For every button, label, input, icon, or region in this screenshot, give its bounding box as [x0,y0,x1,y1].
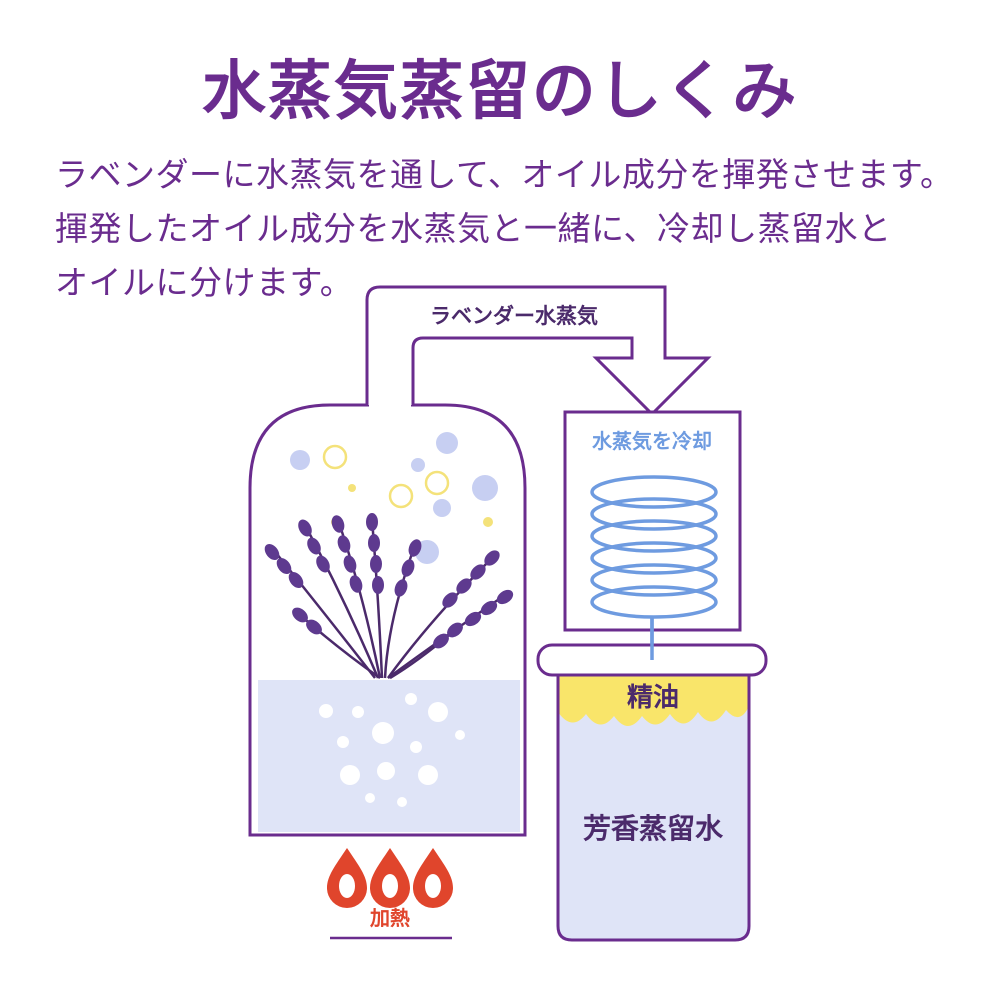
water-bubbles [319,693,465,807]
boiling-vessel [248,403,527,837]
distillate-water [558,672,749,940]
description-line-2: 揮発したオイル成分を水蒸気と一緒に、冷却し蒸留水と [55,209,892,248]
boiling-water [258,680,520,832]
page-title: 水蒸気蒸留のしくみ [201,54,799,129]
receiving-beaker [556,672,751,942]
essential-oil-layer [558,672,749,726]
description-line-3: オイルに分けます。 [55,263,354,302]
coil-icon [590,475,718,665]
steam-bubbles [290,432,498,564]
flame-icons [327,848,453,908]
water-label: 芳香蒸留水 [583,812,724,845]
steam-label: ラベンダー水蒸気 [430,304,598,328]
oil-label: 精油 [627,683,679,713]
lavender-buds [264,513,514,649]
heat-label: 加熱 [369,906,410,930]
lavender-icon [271,519,506,680]
description-line-1: ラベンダーに水蒸気を通して、オイル成分を揮発させます。 [55,155,954,194]
cooling-label: 水蒸気を冷却 [592,429,712,453]
